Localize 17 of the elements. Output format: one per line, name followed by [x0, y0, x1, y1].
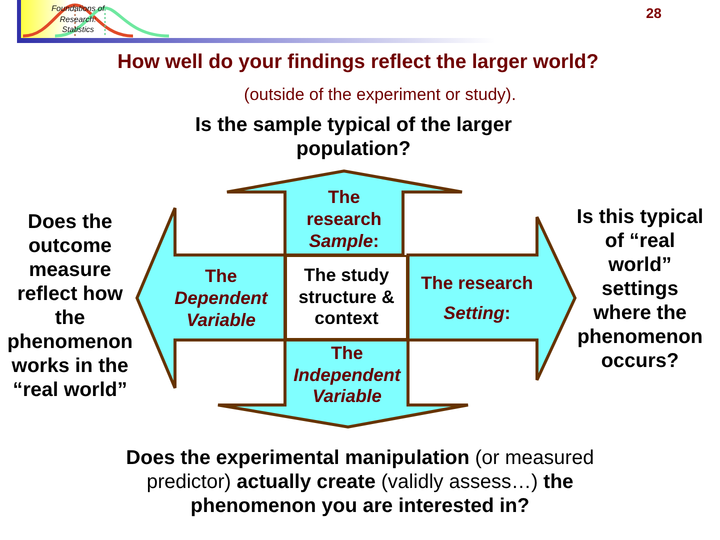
subtitle: (outside of the experiment or study). [242, 85, 518, 105]
page-number: 28 [646, 5, 662, 21]
panel-label: The research Sample: [305, 186, 383, 252]
panel-label: The Independent Variable [292, 343, 402, 408]
pointer-panel [134, 205, 288, 391]
question-text: Is the sample typical of the larger population? [194, 113, 513, 161]
pointer-panel [215, 337, 471, 430]
pointer-panel [405, 214, 578, 383]
panel-label: The Dependent Variable [173, 265, 269, 331]
panel-label: The research Setting: [420, 272, 534, 325]
question-text: Does the outcome measure reflect how the phenomenon works in the “real world” [6, 210, 134, 402]
question-text: Is this typical of “real world” settings where the phenomenon occurs? [576, 205, 704, 373]
context-panel [285, 255, 408, 340]
context-label: The study structure & context [297, 265, 396, 330]
slide-title: How well do your findings reflect the larger world? [116, 50, 600, 74]
question-text: Does the experimental manipulation (or measured predictor) actually create (validly assess…) the phenomenon you are interested in? [125, 446, 595, 518]
pointer-panel [224, 168, 465, 258]
